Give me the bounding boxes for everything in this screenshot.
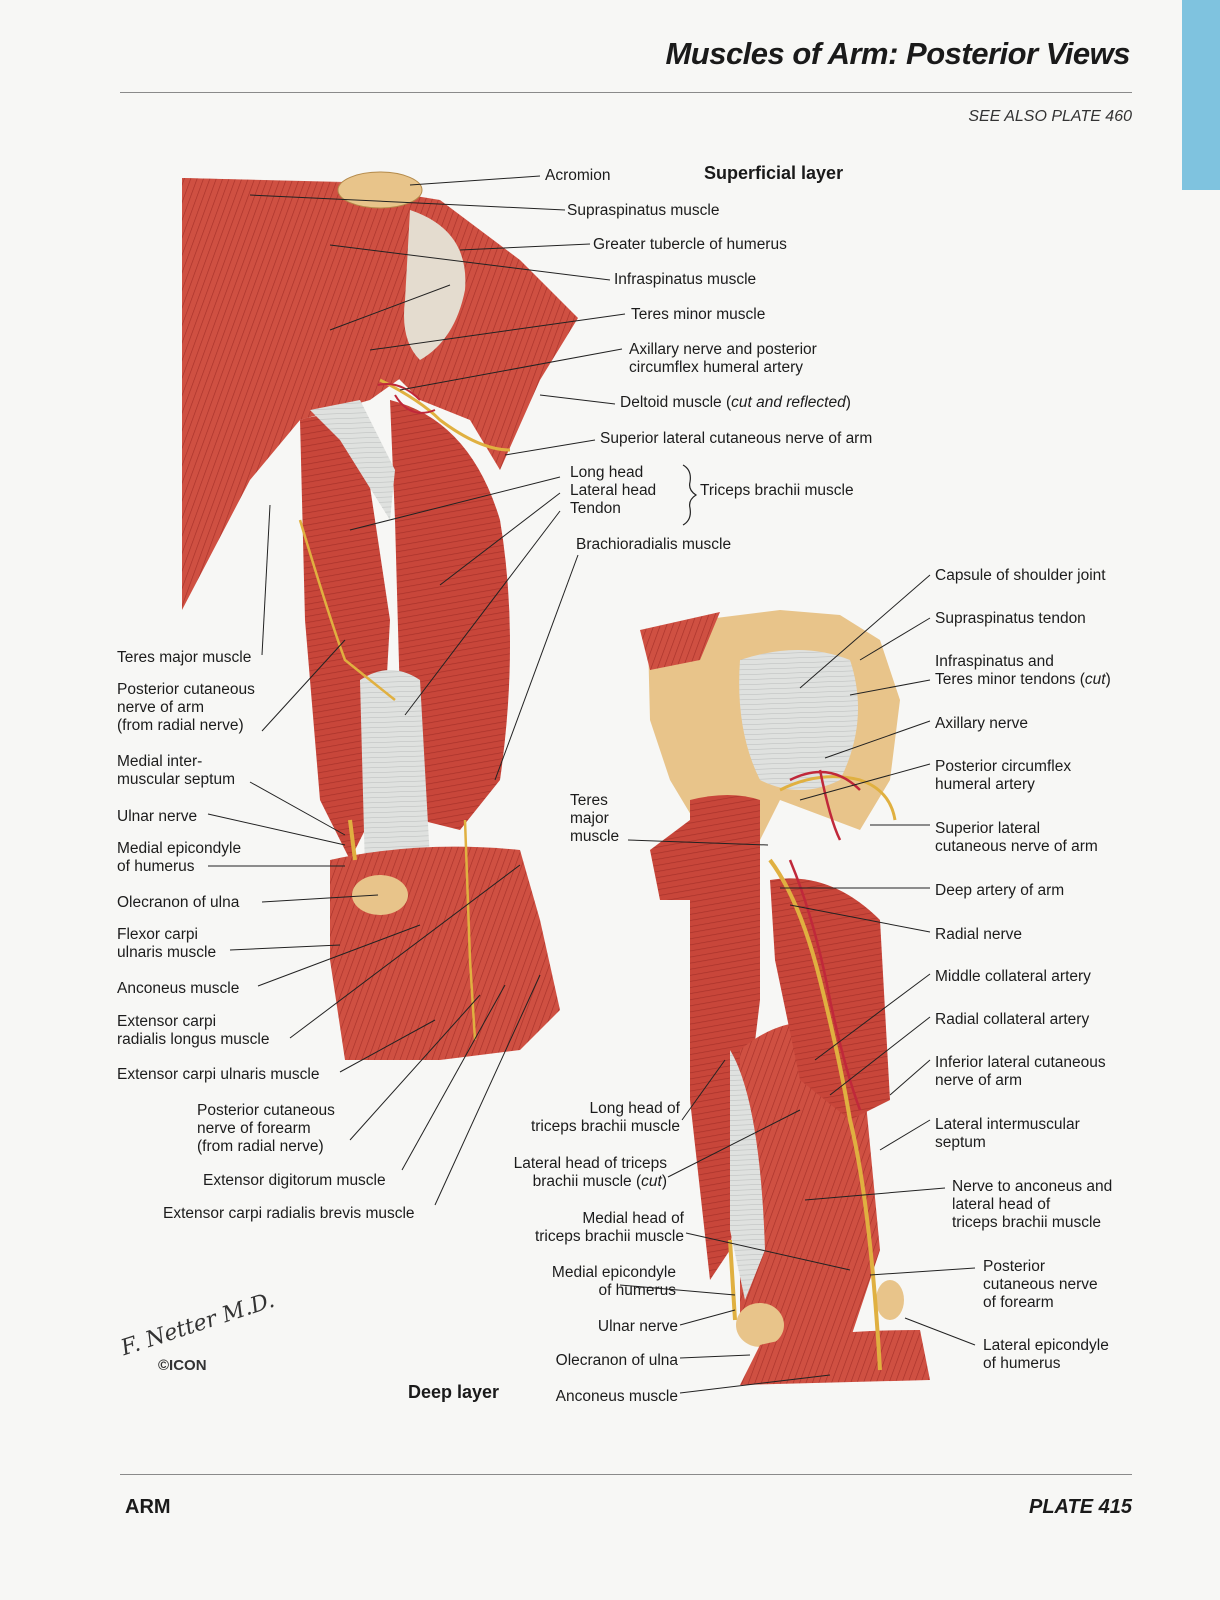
ulnar-nerve-line [348, 819, 357, 861]
label-greater-tubercle: Greater tubercle of humerus [593, 236, 787, 253]
deep-layer-figure [640, 610, 930, 1385]
infraspinatus-muscle [182, 200, 470, 600]
label-deep-posterior-cutaneous: Posterior cutaneous nerve of forearm [983, 1258, 1098, 1311]
lateral-head-note: cut [641, 1173, 662, 1190]
label-superior-lateral-cutaneous: Superior lateral cutaneous nerve of arm [600, 430, 873, 447]
deep-layer-title: Deep layer [408, 1382, 500, 1402]
deltoid-note: cut and reflected [731, 394, 846, 411]
deep-capsule [739, 650, 858, 790]
lateral-head-name: Lateral head of triceps brachii muscle ( [513, 1155, 667, 1190]
deltoid-close: ) [845, 394, 851, 411]
axillary-nerve [379, 378, 511, 452]
posterior-cutaneous-nerve [298, 519, 396, 701]
label-lateral-head-cut: Lateral head of triceps brachii muscle (… [514, 1155, 667, 1191]
acromion-bone [337, 171, 423, 209]
forearm-nerve [463, 819, 477, 1041]
label-posterior-circumflex: Posterior circumflex humeral artery [935, 758, 1072, 793]
label-acromion: Acromion [545, 167, 611, 184]
deep-lateral-epicondyle [876, 1280, 904, 1320]
label-radial-nerve: Radial nerve [935, 926, 1023, 943]
deep-trapezius-stub [640, 612, 720, 670]
lateral-head-close: ) [661, 1173, 667, 1190]
label-deep-superior-lateral: Superior lateral cutaneous nerve of arm [935, 820, 1098, 855]
deep-radial-nerve [768, 858, 882, 1371]
label-medial-head-triceps: Medial head of triceps brachii muscle [534, 1210, 684, 1245]
label-medial-intermuscular: Medial inter- muscular septum [117, 753, 236, 788]
label-deep-ulnar-nerve: Ulnar nerve [597, 1318, 678, 1335]
label-triceps-brachii: Triceps brachii muscle [700, 482, 854, 499]
see-also-reference: SEE ALSO PLATE 460 [968, 108, 1132, 125]
infra-teres-name: Infraspinatus and Teres minor tendons ( [935, 653, 1085, 688]
label-lateral-epicondyle: Lateral epicondyle of humerus [983, 1337, 1109, 1372]
deep-leader-lines [619, 574, 976, 1394]
label-deep-medial-epicondyle: Medial epicondyle of humerus [551, 1264, 676, 1299]
triceps-tendon [360, 670, 430, 900]
label-axillary-nerve: Axillary nerve and posterior circumflex … [629, 341, 817, 376]
footer-rule [120, 1474, 1132, 1475]
infra-teres-close: ) [1105, 671, 1111, 688]
label-deep-teres-major: Teres major muscle [570, 792, 620, 845]
label-inferior-lateral: Inferior lateral cutaneous nerve of arm [935, 1054, 1106, 1089]
label-ecrl: Extensor carpi radialis longus muscle [117, 1013, 270, 1048]
label-lateral-intermuscular: Lateral intermuscular septum [935, 1116, 1080, 1151]
label-ulnar-nerve: Ulnar nerve [117, 808, 198, 825]
label-medial-epicondyle: Medial epicondyle of humerus [117, 840, 242, 875]
deep-anconeus [740, 1330, 930, 1385]
publisher-logo: ©ICON [158, 1357, 207, 1374]
label-infraspinatus-muscle: Infraspinatus muscle [614, 271, 757, 288]
superficial-layer-title: Superficial layer [704, 163, 844, 183]
olecranon-bone [352, 875, 408, 915]
label-deltoid-muscle: Deltoid muscle (cut and reflected) [620, 394, 851, 412]
label-infra-teres-tendons: Infraspinatus and Teres minor tendons (c… [935, 653, 1111, 689]
label-ecu: Extensor carpi ulnaris muscle [117, 1066, 320, 1083]
deep-tendon [730, 1050, 765, 1300]
label-teres-major: Teres major muscle [117, 649, 252, 666]
deep-axillary-nerve [779, 775, 897, 821]
label-brachioradialis: Brachioradialis muscle [576, 536, 732, 553]
label-extensor-digitorum: Extensor digitorum muscle [203, 1172, 386, 1189]
label-deep-anconeus: Anconeus muscle [555, 1388, 678, 1405]
section-color-tab [1182, 0, 1220, 190]
label-nerve-to-anconeus: Nerve to anconeus and lateral head of tr… [952, 1178, 1113, 1231]
label-anconeus: Anconeus muscle [117, 980, 240, 997]
label-deep-axillary-nerve: Axillary nerve [935, 715, 1029, 732]
circumflex-artery [377, 383, 436, 414]
label-radial-collateral: Radial collateral artery [935, 1011, 1090, 1028]
label-teres-minor-muscle: Teres minor muscle [631, 306, 766, 323]
label-supraspinatus-muscle: Supraspinatus muscle [567, 202, 720, 219]
triceps-bracket [682, 464, 698, 526]
tendon-upper [310, 400, 395, 520]
label-deep-artery: Deep artery of arm [935, 882, 1065, 899]
label-middle-collateral: Middle collateral artery [935, 968, 1091, 985]
footer-section: ARM [125, 1496, 171, 1518]
deep-ulnar-nerve [728, 1239, 737, 1321]
deep-olecranon [736, 1303, 784, 1347]
header-rule [120, 92, 1132, 93]
superficial-layer-figure [182, 171, 578, 1060]
label-long-head-triceps: Long head of triceps brachii muscle [530, 1100, 680, 1135]
label-flexor-carpi-ulnaris: Flexor carpi ulnaris muscle [117, 926, 217, 961]
greater-tubercle [404, 210, 466, 360]
deep-circumflex-artery [789, 769, 861, 841]
deep-long-head [690, 795, 760, 1280]
deep-teres-major [650, 820, 690, 900]
superficial-leader-lines [207, 175, 626, 1206]
page-title: Muscles of Arm: Posterior Views [665, 36, 1130, 71]
label-triceps-heads: Long head Lateral head Tendon [570, 464, 657, 517]
label-posterior-cutaneous-arm: Posterior cutaneous nerve of arm (from r… [117, 681, 255, 734]
footer-plate-number: PLATE 415 [1029, 1496, 1132, 1518]
label-deep-olecranon: Olecranon of ulna [555, 1352, 678, 1369]
label-posterior-cutaneous-forearm: Posterior cutaneous nerve of forearm (fr… [197, 1102, 335, 1155]
infra-teres-note: cut [1084, 671, 1106, 688]
label-capsule-shoulder: Capsule of shoulder joint [935, 567, 1106, 584]
deltoid-name: Deltoid muscle ( [620, 394, 732, 411]
label-olecranon: Olecranon of ulna [117, 894, 240, 911]
label-supraspinatus-tendon: Supraspinatus tendon [935, 610, 1086, 627]
label-ecrb: Extensor carpi radialis brevis muscle [163, 1205, 415, 1222]
